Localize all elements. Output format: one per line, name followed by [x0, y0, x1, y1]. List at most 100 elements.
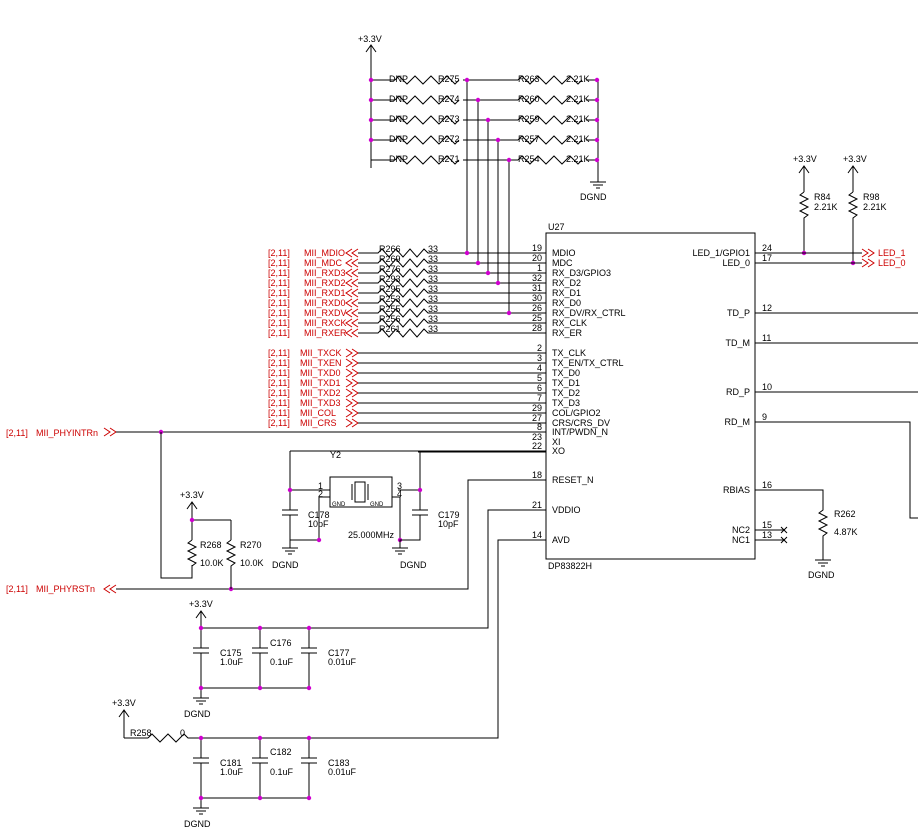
res-label: R254: [518, 154, 540, 164]
rst-net-ref: [2,11]: [6, 584, 28, 594]
net-name: MII_TXEN: [300, 358, 342, 368]
res-label: R253: [379, 294, 401, 304]
res-value: 33: [428, 254, 438, 264]
vcc-label-r98: +3.3V: [843, 154, 867, 164]
gnd-label: DGND: [808, 570, 835, 580]
pin-number: 22: [532, 441, 542, 451]
net-name: MII_RXCK: [304, 318, 347, 328]
pin-number: 15: [762, 520, 772, 530]
gnd-label: DGND: [400, 560, 427, 570]
res-label: R257: [518, 134, 540, 144]
res-value: 2.21K: [566, 114, 590, 124]
pin-name: INT/PWDN_N: [552, 427, 608, 437]
net-ref: [2,11]: [268, 348, 290, 358]
res-value: 33: [428, 284, 438, 294]
cap-label: C182: [270, 747, 292, 757]
pin-number: 20: [532, 253, 542, 263]
pin-number: 17: [762, 253, 772, 263]
res-value: 33: [428, 304, 438, 314]
pin-name: RBIAS: [723, 485, 750, 495]
crystal-freq: 25.000MHz: [348, 530, 395, 540]
res-value: 2.21K: [863, 202, 887, 212]
net-ref: [2,11]: [268, 268, 290, 278]
pin-name: VDDIO: [552, 505, 581, 515]
dnp-label: DNP: [389, 94, 408, 104]
diff-pairs: R262 4.87K DGND: [755, 312, 918, 580]
pin-name: NC2: [732, 525, 750, 535]
net-name: MII_RXD0: [304, 298, 346, 308]
crystal-ref: Y2: [330, 450, 341, 460]
crystal-gnd-pin: GND: [332, 502, 346, 508]
rst-net: [2,11] MII_PHYRSTn: [6, 479, 546, 594]
res-value: 10.0K: [200, 558, 224, 568]
net-ref: [2,11]: [268, 298, 290, 308]
res-value: 2.21K: [566, 74, 590, 84]
crystal-gnd-pin: GND: [370, 502, 384, 508]
net-ref: [2,11]: [268, 248, 290, 258]
res-value: 10.0K: [240, 558, 264, 568]
cap-label: C176: [270, 638, 292, 648]
cap-label: C179: [438, 510, 460, 520]
vddio-wire: [201, 509, 546, 629]
net-ref: [2,11]: [268, 368, 290, 378]
net-ref: [2,11]: [268, 318, 290, 328]
dnp-label: DNP: [389, 134, 408, 144]
pin-name: TX_D1: [552, 378, 580, 388]
pin-name: RESET_N: [552, 475, 594, 485]
pin-number: 10: [762, 382, 772, 392]
res-label: R256: [379, 314, 401, 324]
pin-name: RX_CLK: [552, 318, 587, 328]
res-label: R261: [379, 324, 401, 334]
pin-name: XI: [552, 437, 561, 447]
res-value: 33: [428, 244, 438, 254]
pin-number: 5: [537, 373, 542, 383]
net-name: MII_RXD3: [304, 268, 346, 278]
cap-value: 0.01uF: [328, 767, 357, 777]
res-value: 4.87K: [834, 527, 858, 537]
pin-number: 19: [532, 243, 542, 253]
pin-number: 30: [532, 293, 542, 303]
cap-value: 0.1uF: [270, 767, 294, 777]
res-label: R268: [200, 540, 222, 550]
rst-net-name: MII_PHYRSTn: [36, 584, 95, 594]
pin-number: 18: [532, 470, 542, 480]
pin-name: MDC: [552, 258, 573, 268]
pin-name: LED_0: [722, 258, 750, 268]
net-ref: [2,11]: [268, 388, 290, 398]
res-label: R271: [438, 154, 460, 164]
pin-name: TX_EN/TX_CTRL: [552, 358, 624, 368]
net-name: MII_RXD1: [304, 288, 346, 298]
pin-name: RD_M: [724, 417, 750, 427]
net-name: MII_TXD2: [300, 388, 341, 398]
pin-number: 23: [532, 432, 542, 442]
net-ref: [2,11]: [268, 398, 290, 408]
gnd-label: DGND: [184, 819, 211, 829]
cap-label: C177: [328, 648, 350, 658]
res-value: 2.21K: [566, 134, 590, 144]
dnp-resistors: [394, 75, 460, 165]
vddio-caps: +3.3V C175 1.0uF C176 0.1uF C177 0.01uF …: [184, 599, 357, 719]
gnd-label: DGND: [272, 560, 299, 570]
pin-number: 4: [537, 363, 542, 373]
pin-number: 32: [532, 273, 542, 283]
pin-name: TX_D2: [552, 388, 580, 398]
cap-value: 1.0uF: [220, 657, 244, 667]
int-net: [2,11] MII_PHYINTRn: [6, 427, 546, 579]
res-value: 0: [180, 728, 185, 738]
res-label: R255: [379, 304, 401, 314]
net-name: MII_TXD0: [300, 368, 341, 378]
pin-name: RX_D0: [552, 298, 581, 308]
net-name: MII_CRS: [300, 418, 337, 428]
pin-name: LED_1/GPIO1: [692, 248, 750, 258]
ic-ref: U27: [548, 222, 565, 232]
pin-name: TD_M: [726, 338, 751, 348]
pin-name: TX_D3: [552, 398, 580, 408]
ic-part: DP83822H: [548, 561, 592, 571]
res-value: 2.21K: [814, 202, 838, 212]
pin-name: RX_ER: [552, 328, 583, 338]
cap-label: C183: [328, 758, 350, 768]
crystal-y2: Y2 1 2 3 4 GND GND 25.000MHz C178 10pF C…: [272, 450, 546, 570]
reset-pullups: +3.3V R268 10.0K R270 10.0K: [180, 490, 264, 589]
